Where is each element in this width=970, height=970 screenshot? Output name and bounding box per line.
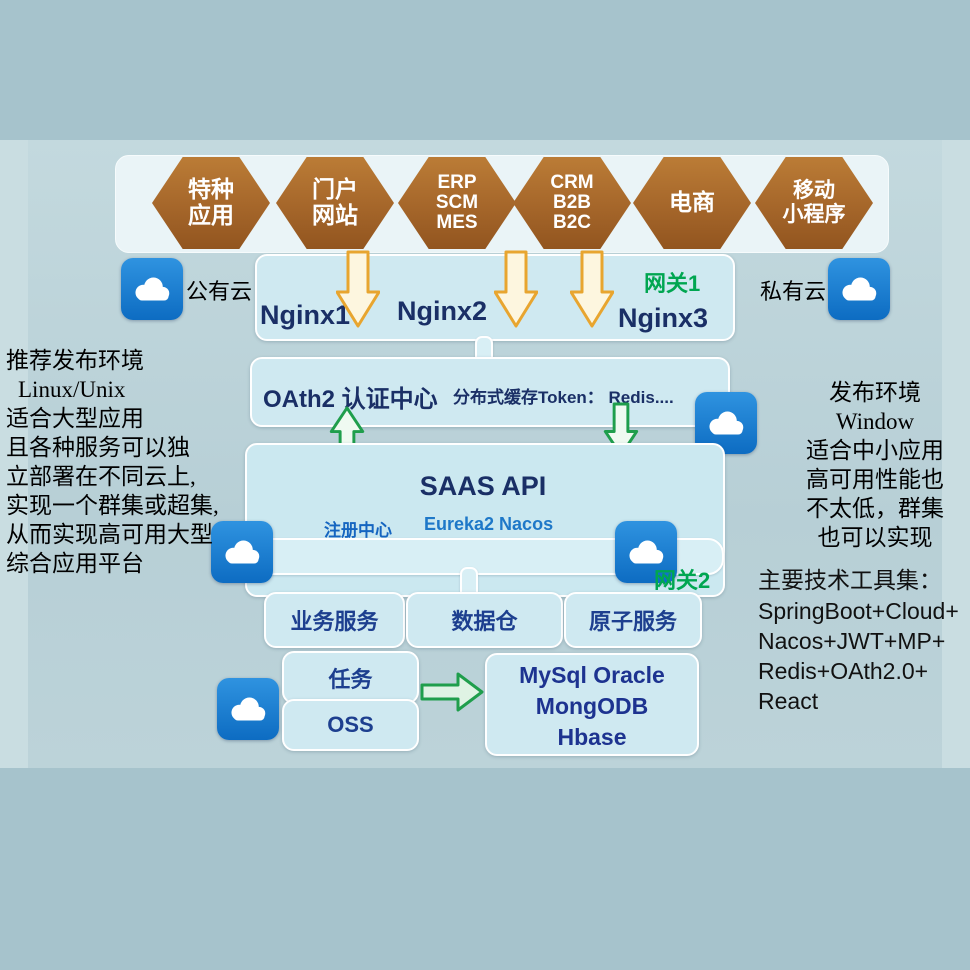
oss-label: OSS — [327, 712, 374, 737]
right-edge-strip — [940, 140, 970, 768]
cloud-icon-bottom-left — [217, 678, 279, 740]
note-line: 适合中小应用 — [806, 438, 944, 463]
note-line: 从而实现高可用大型 — [6, 522, 213, 547]
cloud-icon — [225, 540, 260, 564]
nginx1-label: Nginx1 — [260, 300, 351, 330]
cloud-icon-saas-left — [211, 521, 273, 583]
note-line: 综合应用平台 — [6, 551, 144, 576]
business-service-label: 业务服务 — [290, 609, 379, 634]
note-line: Linux/Unix — [18, 377, 126, 402]
databases-text: MySql Oracle MongODB Hbase — [487, 655, 697, 753]
hexagon-label: 门户 — [312, 176, 358, 203]
cloud-icon — [231, 697, 266, 721]
business-service-box: 业务服务 — [264, 592, 405, 648]
oauth-cache-label: 分布式缓存Token： Redis.... — [453, 388, 674, 407]
cloud-icon — [842, 277, 877, 301]
down-arrow-icon — [570, 250, 614, 328]
public-cloud-label: 公有云 — [186, 279, 253, 304]
databases-box: MySql Oracle MongODB Hbase — [485, 653, 699, 756]
cloud-icon — [709, 411, 744, 435]
tools-line: SpringBoot+Cloud+ — [758, 598, 959, 624]
data-warehouse-label: 数据仓 — [451, 609, 518, 634]
oauth-title: OAth2 认证中心 — [263, 386, 438, 413]
note-line: 立部署在不同云上, — [6, 464, 196, 489]
hexagon-label: 应用 — [188, 202, 234, 228]
hexagon-label: 小程序 — [782, 203, 846, 226]
down-arrow-icon — [494, 250, 538, 328]
private-cloud-icon — [828, 258, 890, 320]
gateway1-label: 网关1 — [644, 271, 701, 296]
saas-api-title: SAAS API — [419, 471, 547, 501]
right-environment-note: 发布环境 Window 适合中小应用 高可用性能也 不太低，群集 也可以实现 — [790, 378, 960, 552]
note-line: 高可用性能也 — [806, 467, 944, 492]
hexagon-label: MES — [436, 211, 478, 233]
left-edge-strip — [0, 140, 30, 768]
tools-line: Nacos+JWT+MP+ — [758, 628, 946, 654]
hexagon-label: 网站 — [312, 202, 358, 228]
oss-box: OSS — [282, 699, 419, 751]
hexagon-label: B2C — [552, 211, 591, 233]
registry-label: 注册中心 — [324, 521, 392, 540]
note-line: 适合大型应用 — [6, 406, 144, 431]
atomic-service-box: 原子服务 — [564, 592, 702, 648]
hexagon-label: ERP — [437, 172, 477, 194]
public-cloud-icon — [121, 258, 183, 320]
hexagon-label: SCM — [435, 192, 479, 214]
cloud-icon — [629, 540, 664, 564]
gateway1-box — [255, 254, 735, 341]
data-warehouse-box: 数据仓 — [406, 592, 563, 648]
task-box: 任务 — [282, 651, 419, 704]
note-line: 发布环境 — [829, 380, 921, 405]
hexagon-label: 特种 — [188, 176, 234, 203]
note-line: 推荐发布环境 — [6, 348, 144, 373]
note-line: 不太低，群集 — [806, 496, 944, 521]
left-environment-note: 推荐发布环境 Linux/Unix 适合大型应用 且各种服务可以独 立部署在不同… — [6, 346, 264, 578]
tools-note: 主要技术工具集： SpringBoot+Cloud+ Nacos+JWT+MP+… — [758, 566, 970, 716]
note-line: Window — [835, 409, 915, 434]
tools-line: Redis+OAth2.0+ — [758, 658, 929, 684]
gateway2-label: 网关2 — [654, 568, 711, 593]
private-cloud-label: 私有云 — [760, 279, 827, 304]
task-label: 任务 — [328, 666, 373, 692]
hexagon-label: B2B — [552, 192, 591, 214]
note-line: 也可以实现 — [817, 525, 933, 550]
note-line: 且各种服务可以独 — [6, 435, 190, 460]
hexagon-label: CRM — [550, 172, 594, 194]
cloud-icon — [135, 277, 170, 301]
databases-line: Hbase — [557, 724, 627, 750]
nginx3-label: Nginx3 — [618, 303, 709, 333]
registry-values: Eureka2 Nacos — [424, 514, 554, 534]
atomic-service-label: 原子服务 — [588, 609, 677, 634]
databases-line: MongODB — [535, 693, 649, 719]
hexagon-label: 移动 — [793, 179, 835, 203]
hexagon-label: 电商 — [669, 189, 715, 216]
tools-title: 主要技术工具集： — [758, 568, 942, 593]
right-arrow-icon — [420, 672, 484, 712]
tools-line: React — [758, 688, 819, 714]
down-arrow-icon — [336, 250, 380, 328]
note-line: 实现一个群集或超集, — [6, 493, 219, 518]
nginx2-label: Nginx2 — [397, 296, 488, 326]
databases-line: MySql Oracle — [519, 662, 665, 688]
cloud-icon-saas-right — [615, 521, 677, 583]
